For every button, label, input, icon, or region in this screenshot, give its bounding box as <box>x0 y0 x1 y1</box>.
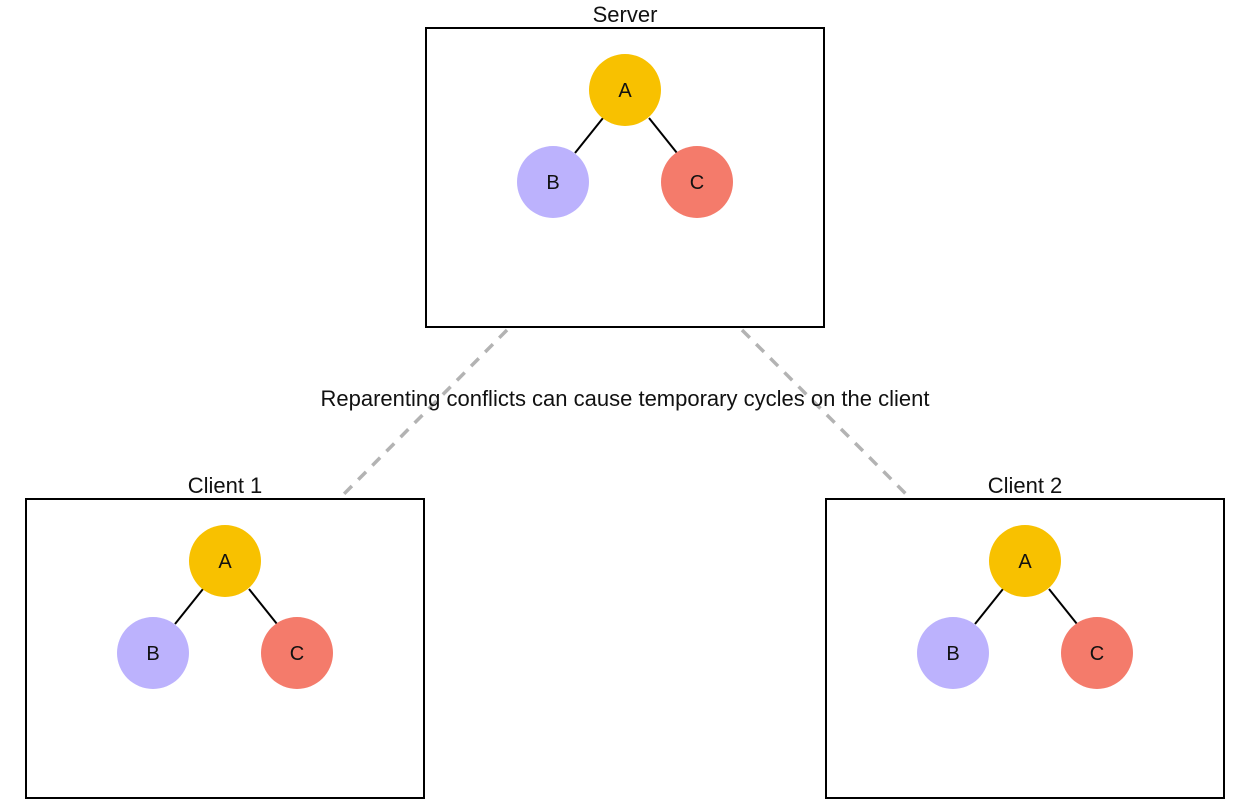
tree-edge-a-b <box>974 588 1004 625</box>
tree-node-a <box>189 525 261 597</box>
connector-server-client1 <box>338 328 509 500</box>
panel-client1: Client 1 A B C <box>25 473 425 799</box>
node-label-a: A <box>1018 551 1032 573</box>
panel-server: Server A B C <box>425 2 825 328</box>
node-label-c: C <box>1090 643 1104 665</box>
tree-node-c <box>261 617 333 689</box>
node-label-a: A <box>218 551 232 573</box>
tree-node-c <box>1061 617 1133 689</box>
connectors <box>338 328 912 500</box>
panel-client2: Client 2 A B C <box>825 473 1225 799</box>
node-label-b: B <box>146 643 159 665</box>
tree-edge-a-c <box>248 588 278 625</box>
tree-edge-a-b <box>574 117 604 154</box>
panel-title: Client 2 <box>988 473 1063 498</box>
node-label-b: B <box>946 643 959 665</box>
tree-edge-a-c <box>1048 588 1078 625</box>
tree-edge-a-b <box>174 588 204 625</box>
tree-node-b <box>917 617 989 689</box>
tree-node-b <box>517 146 589 218</box>
panel-title: Client 1 <box>188 473 263 498</box>
node-label-b: B <box>546 172 559 194</box>
tree-node-a <box>589 54 661 126</box>
diagram-caption: Reparenting conflicts can cause temporar… <box>321 386 930 411</box>
node-label-c: C <box>690 172 704 194</box>
tree-node-c <box>661 146 733 218</box>
tree-node-a <box>989 525 1061 597</box>
tree-node-b <box>117 617 189 689</box>
panel-title: Server <box>593 2 658 27</box>
node-label-a: A <box>618 80 632 102</box>
node-label-c: C <box>290 643 304 665</box>
connector-server-client2 <box>740 328 912 500</box>
tree-edge-a-c <box>648 117 678 154</box>
